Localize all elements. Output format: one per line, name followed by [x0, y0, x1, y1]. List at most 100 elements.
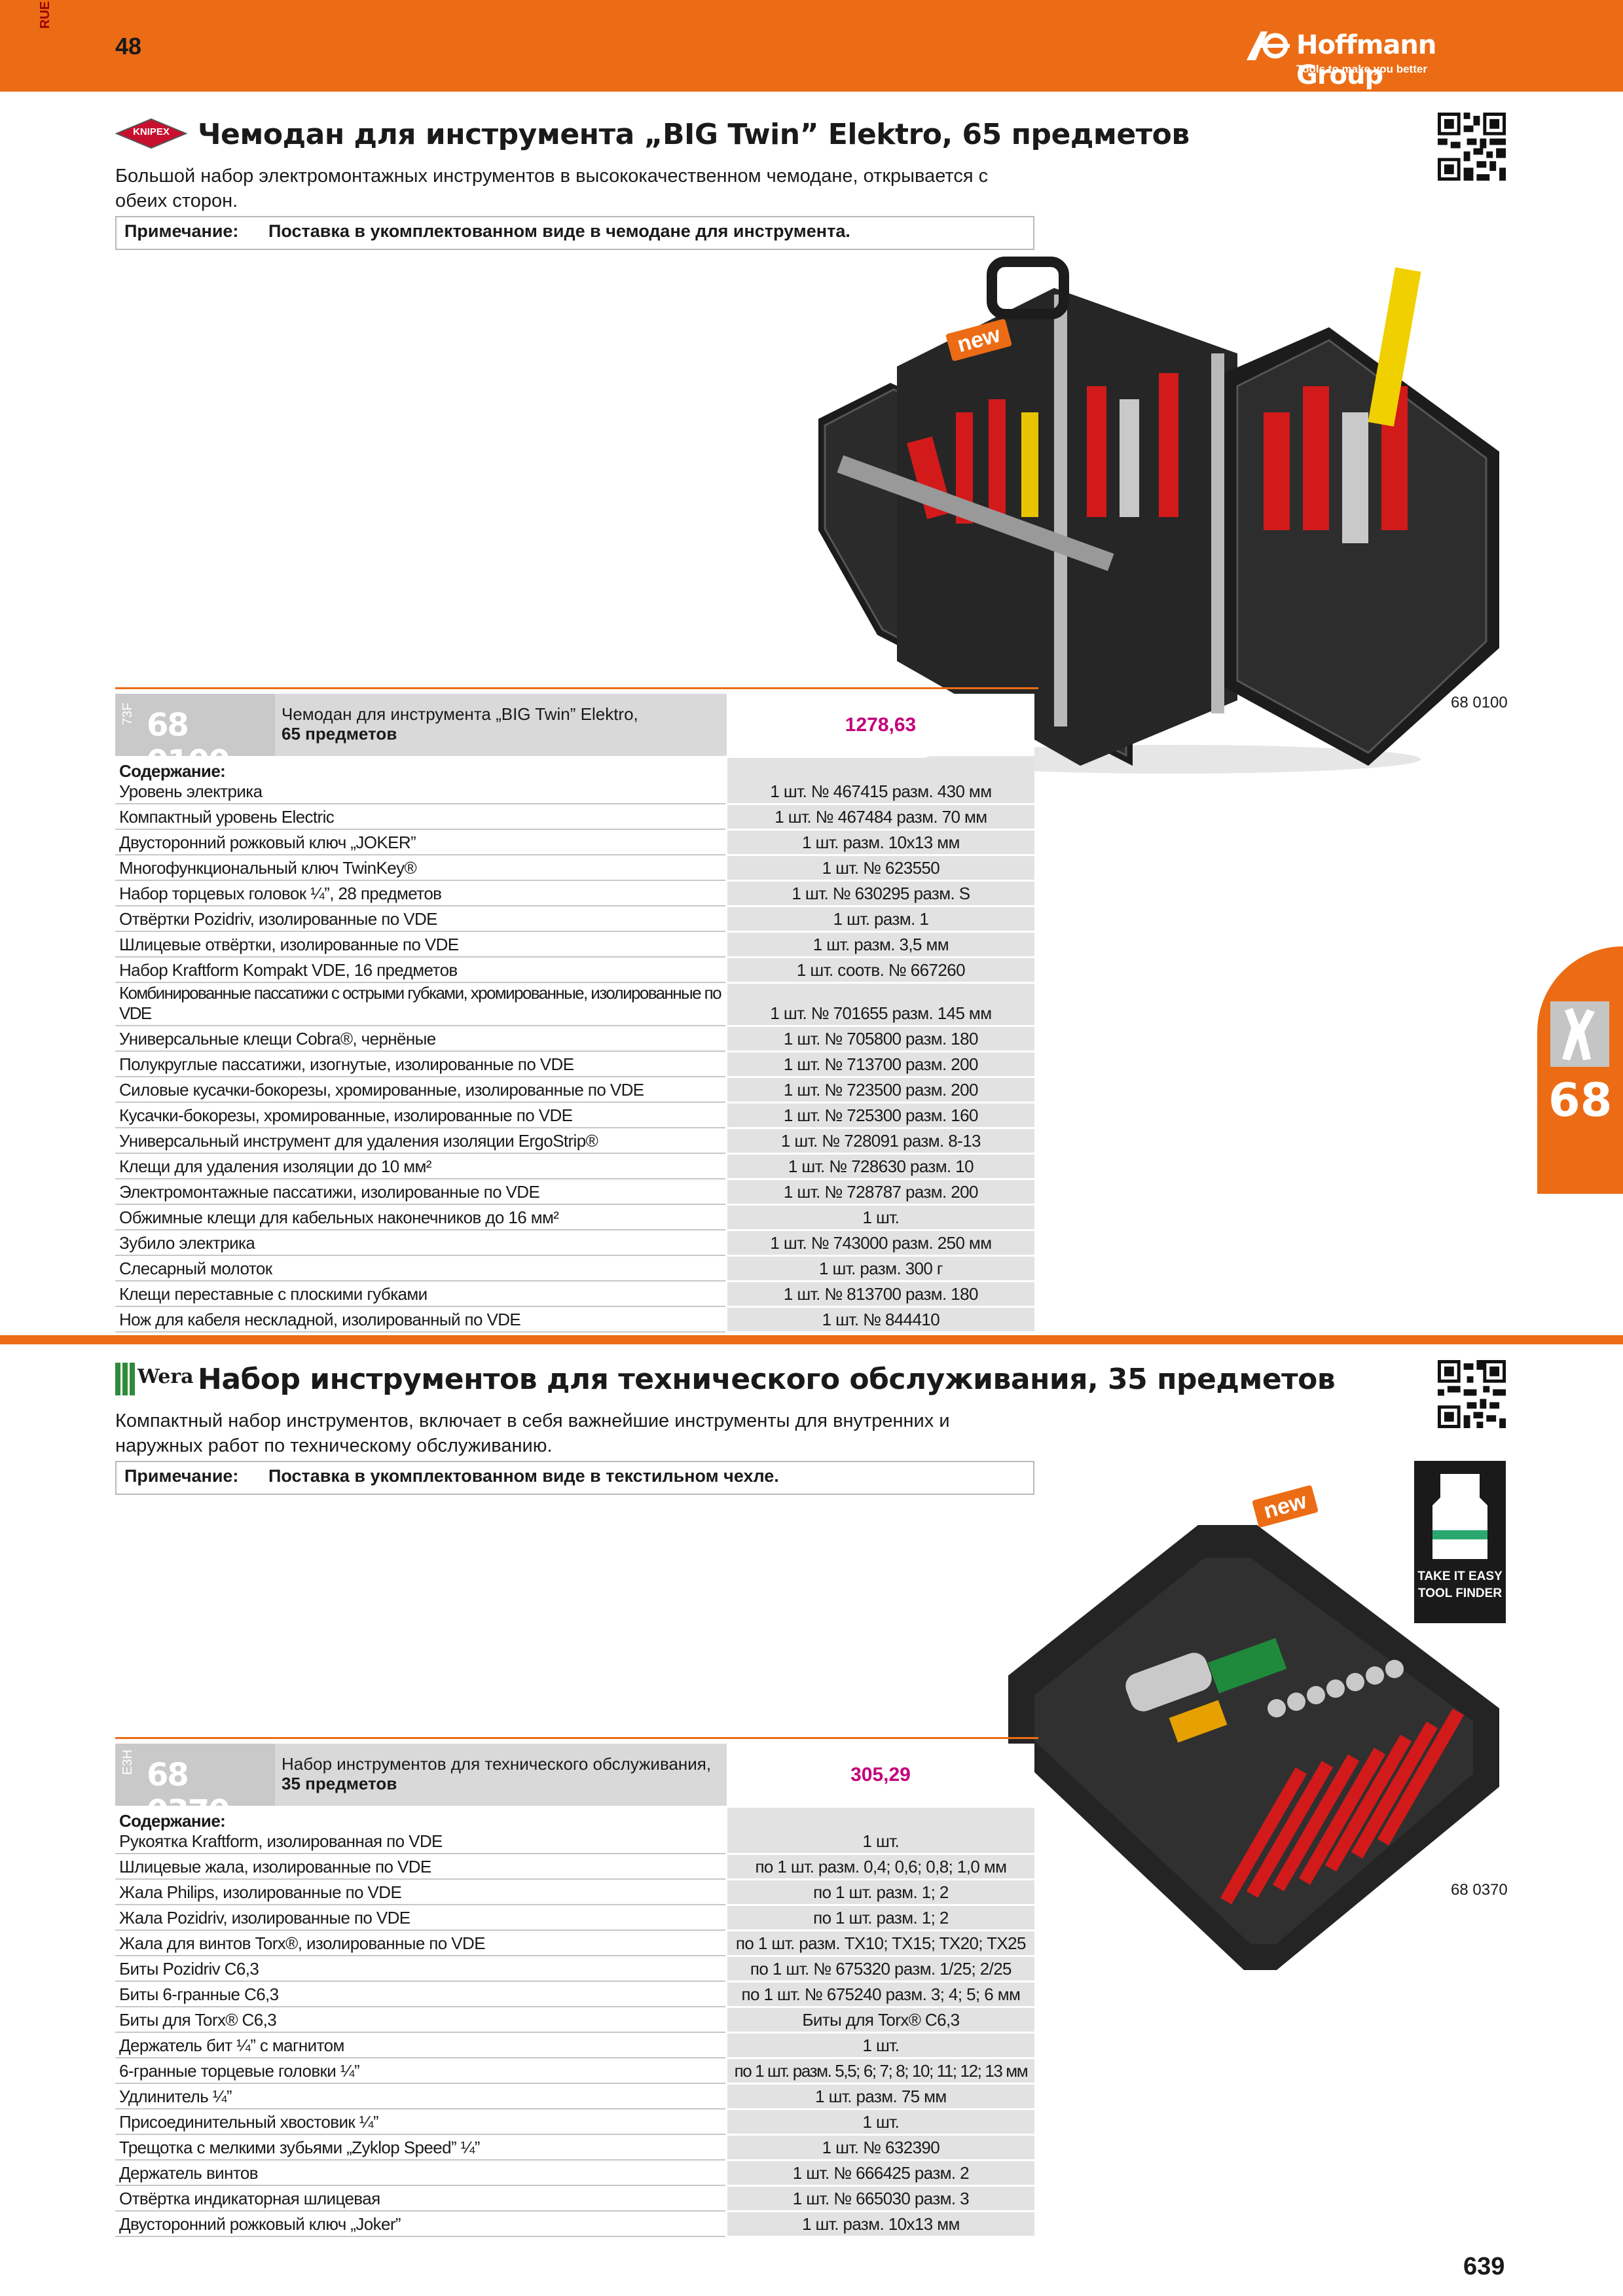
header-bar: [0, 0, 1623, 92]
product-note: Примечание: Поставка в укомплектованном в…: [115, 216, 1034, 250]
content-value: 1 шт. разм. 3,5 мм: [725, 931, 1034, 958]
content-item: Биты 6-гранные C6,3: [115, 1981, 727, 2007]
content-value: 1 шт. № 632390: [725, 2134, 1034, 2161]
product-divider: [115, 1737, 1038, 1739]
content-value: Биты для Torx® C6,3: [725, 2007, 1034, 2034]
content-value: 1 шт. разм. 10x13 мм: [725, 2211, 1034, 2238]
knipex-logo: KNIPEX: [115, 118, 188, 149]
sku-name: Чемодан для инструмента „BIG Twin” Elekt…: [275, 694, 727, 756]
contents-table: Содержание:Уровень электрика 1 шт. № 467…: [115, 758, 1034, 1333]
table-row: Силовые кусачки-бокорезы, хромированные,…: [115, 1077, 1034, 1103]
content-item: Универсальные клещи Cobra®, чернёные: [115, 1026, 727, 1052]
content-value: 1 шт. разм. 1: [725, 906, 1034, 933]
note-text: Поставка в укомплектованном виде в чемод…: [268, 221, 850, 241]
content-item: Рукоятка Kraftform, изолированная по VDE: [119, 1831, 443, 1851]
product-note: Примечание: Поставка в укомплектованном в…: [115, 1461, 1034, 1495]
content-value: 1 шт. № 713700 разм. 200: [725, 1051, 1034, 1078]
content-item: Жала для винтов Torx®, изолированные по …: [115, 1930, 727, 1956]
content-item: Слесарный молоток: [115, 1255, 727, 1282]
sku-name-line1: Набор инструментов для технического обсл…: [282, 1754, 712, 1774]
brand-tagline: Tools to make you better: [1296, 63, 1427, 75]
content-value: по 1 шт. разм. 1; 2: [725, 1879, 1034, 1906]
content-item: 6-гранные торцевые головки ¼”: [115, 2058, 727, 2084]
content-item: Биты для Torx® C6,3: [115, 2007, 727, 2033]
content-item: Держатель винтов: [115, 2160, 727, 2186]
content-item: Многофункциональный ключ TwinKey®: [115, 855, 727, 881]
price: 305,29: [727, 1744, 1034, 1806]
content-value: 1 шт. № 467484 разм. 70 мм: [725, 804, 1034, 831]
sku-name-line2: 35 предметов: [282, 1774, 397, 1793]
price: 1278,63: [727, 694, 1034, 756]
wera-brand-icon: [115, 1363, 135, 1395]
content-item: Присоединительный хвостовик ¼”: [115, 2109, 727, 2135]
table-row: Универсальный инструмент для удаления из…: [115, 1128, 1034, 1155]
brand-logo[interactable]: Hoffmann Group Tools to make you better: [1244, 26, 1519, 90]
product-image-big-twin-case[interactable]: [805, 255, 1512, 779]
note-label: Примечание:: [124, 1466, 239, 1486]
tools-icon: [1550, 1001, 1609, 1067]
content-value: 1 шт. разм. 10x13 мм: [725, 829, 1034, 856]
content-value: 1 шт. № 728091 разм. 8-13: [725, 1128, 1034, 1155]
content-item: Обжимные клещи для кабельных наконечнико…: [115, 1204, 727, 1230]
content-item: Зубило электрика: [115, 1230, 727, 1256]
content-value: по 1 шт. разм. 1; 2: [725, 1905, 1034, 1931]
qr-code-icon[interactable]: [1438, 1360, 1506, 1428]
language-code: RUE: [38, 1, 52, 29]
content-value: 1 шт. № 813700 разм. 180: [725, 1281, 1034, 1308]
tool-finder-icon: [1432, 1474, 1487, 1559]
product-description: Компактный набор инструментов, включает …: [115, 1410, 950, 1456]
content-value: по 1 шт. № 675240 разм. 3; 4; 5; 6 мм: [725, 1981, 1034, 2008]
content-value: 1 шт. № 743000 разм. 250 мм: [725, 1230, 1034, 1257]
content-value: 1 шт. № 701655 разм. 145 мм: [725, 982, 1034, 1027]
qr-code-icon[interactable]: [1438, 113, 1506, 181]
sku-name-line2: 65 предметов: [282, 724, 397, 744]
table-row: Полукруглые пассатижи, изогнутые, изолир…: [115, 1051, 1034, 1078]
content-item: Отвёртка индикаторная шлицевая: [115, 2185, 727, 2212]
content-value: 1 шт.: [725, 1204, 1034, 1231]
sku-prefix: E3H: [120, 1749, 135, 1775]
table-row: Кусачки-бокорезы, хромированные, изолиро…: [115, 1102, 1034, 1129]
tool-finder-badge[interactable]: TAKE IT EASY TOOL FINDER: [1414, 1461, 1506, 1623]
section-divider: [0, 1335, 1623, 1344]
chapter-tab[interactable]: [1537, 946, 1623, 1194]
table-row: Комбинированные пассатижи с острыми губк…: [115, 982, 1034, 1027]
table-row: Содержание:Рукоятка Kraftform, изолирова…: [115, 1808, 1034, 1855]
tool-finder-text: TAKE IT EASY TOOL FINDER: [1417, 1570, 1503, 1600]
content-item: Клещи переставные с плоскими губками: [115, 1281, 727, 1307]
product-image-wera-set[interactable]: [1002, 1512, 1512, 1970]
table-row: Удлинитель ¼”1 шт. разм. 75 мм: [115, 2083, 1034, 2110]
note-label: Примечание:: [124, 221, 239, 241]
knipex-brand-text: KNIPEX: [133, 126, 170, 137]
content-item: Нож для кабеля нескладной, изолированный…: [115, 1306, 727, 1333]
content-item: Двусторонний рожковый ключ „JOKER”: [115, 829, 727, 855]
note-text: Поставка в укомплектованном виде в текст…: [268, 1466, 779, 1486]
content-value: 1 шт. № 666425 разм. 2: [725, 2160, 1034, 2187]
product-description: Большой набор электромонтажных инструмен…: [115, 166, 989, 211]
page-number-right: 639: [1463, 2253, 1505, 2280]
content-value: 1 шт.: [725, 2109, 1034, 2136]
content-item: Клещи для удаления изоляции до 10 мм²: [115, 1153, 727, 1179]
content-item: Уровень электрика: [119, 781, 263, 801]
contents-header: Содержание:: [119, 761, 226, 781]
sku-cell: 73F 68 0100: [115, 694, 275, 780]
content-value: 1 шт. № 723500 разм. 200: [725, 1077, 1034, 1103]
product-title: Чемодан для инструмента „BIG Twin” Elekt…: [198, 118, 1190, 151]
table-row: Двусторонний рожковый ключ „Joker”1 шт. …: [115, 2211, 1034, 2238]
content-item: Комбинированные пассатижи с острыми губк…: [115, 982, 727, 1026]
table-row: Многофункциональный ключ TwinKey®1 шт. №…: [115, 855, 1034, 882]
content-value: 1 шт. № 623550: [725, 855, 1034, 882]
chapter-number: 68: [1548, 1073, 1613, 1127]
sku-name-line1: Чемодан для инструмента „BIG Twin” Elekt…: [282, 704, 638, 724]
